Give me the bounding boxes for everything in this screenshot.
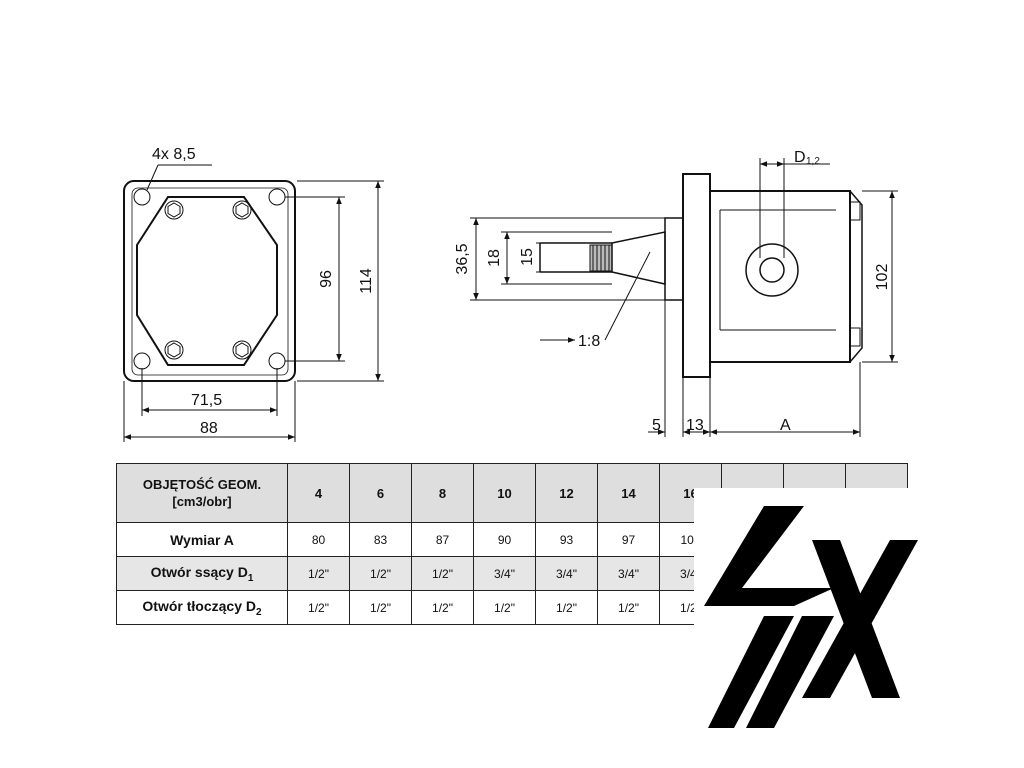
bolt-head [164, 340, 184, 360]
dim-port-sub: 1,2 [806, 156, 820, 167]
table-cell: 1/2" [349, 590, 412, 625]
table-cell: 87 [411, 522, 474, 557]
side-view [470, 158, 898, 437]
col-header: 8 [411, 463, 474, 523]
col-header: 6 [349, 463, 412, 523]
dim-w1: 5 [652, 417, 661, 434]
dim-port-label: D [794, 149, 806, 166]
port-outer [745, 243, 799, 297]
header-label: OBJĘTOŚĆ GEOM. [cm3/obr] [116, 463, 288, 523]
mounting-hole [268, 352, 286, 370]
front-view [123, 164, 384, 442]
table-cell: 3/4" [597, 556, 660, 591]
row-label-text: Otwór ssący D [150, 563, 248, 580]
row-label-sub: 2 [256, 606, 262, 618]
table-cell: 90 [473, 522, 536, 557]
table-cell: 1/2" [287, 556, 350, 591]
header-line1: OBJĘTOŚĆ GEOM. [142, 477, 262, 492]
table-cell: 80 [287, 522, 350, 557]
dim-height: 114 [358, 268, 375, 294]
table-cell: 97 [597, 522, 660, 557]
dim-shaft-d3: 15 [519, 248, 536, 266]
table-cell: 1/2" [597, 590, 660, 625]
bolt-head [232, 340, 252, 360]
header-line2: [cm3/obr] [172, 494, 232, 509]
row-label: Otwór ssący D1 [116, 556, 288, 591]
table-cell: 83 [349, 522, 412, 557]
table-cell: 3/4" [535, 556, 598, 591]
dim-width: 88 [200, 420, 218, 437]
dim-w3: A [780, 417, 791, 434]
dim-hole-spacing-h: 71,5 [191, 392, 222, 409]
row-label-text: Wymiar A [170, 531, 234, 548]
table-cell: 1/2" [411, 590, 474, 625]
dim-holes: 4x 8,5 [152, 146, 196, 163]
dim-shaft-d2: 18 [486, 249, 503, 267]
row-label: Wymiar A [116, 522, 288, 557]
dim-w2: 13 [686, 417, 704, 434]
col-header: 4 [287, 463, 350, 523]
mounting-hole [133, 352, 151, 370]
dim-body-height: 102 [874, 264, 891, 291]
table-cell: 1/2" [349, 556, 412, 591]
technical-drawing: 4x 8,5 71,5 88 96 114 36,5 18 15 1:8 D 1… [123, 146, 898, 442]
table-cell: 1/2" [473, 590, 536, 625]
row-label-sub: 1 [247, 572, 254, 584]
port-inner [759, 257, 785, 283]
mounting-hole [133, 188, 151, 206]
col-header: 14 [597, 463, 660, 523]
row-label-text: Otwór tłoczący D [142, 597, 257, 614]
col-header: 12 [535, 463, 598, 523]
sx-logo-icon [694, 488, 934, 740]
col-header: 10 [473, 463, 536, 523]
dim-taper: 1:8 [578, 333, 600, 350]
table-cell: 3/4" [473, 556, 536, 591]
dim-shaft-d1: 36,5 [454, 243, 471, 274]
bolt-head [232, 200, 252, 220]
mounting-hole [268, 188, 286, 206]
table-cell: 1/2" [287, 590, 350, 625]
bolt-head [164, 200, 184, 220]
table-cell: 1/2" [535, 590, 598, 625]
row-label: Otwór tłoczący D2 [116, 590, 288, 625]
table-cell: 1/2" [411, 556, 474, 591]
dim-hole-spacing-v: 96 [318, 270, 335, 288]
table-cell: 93 [535, 522, 598, 557]
